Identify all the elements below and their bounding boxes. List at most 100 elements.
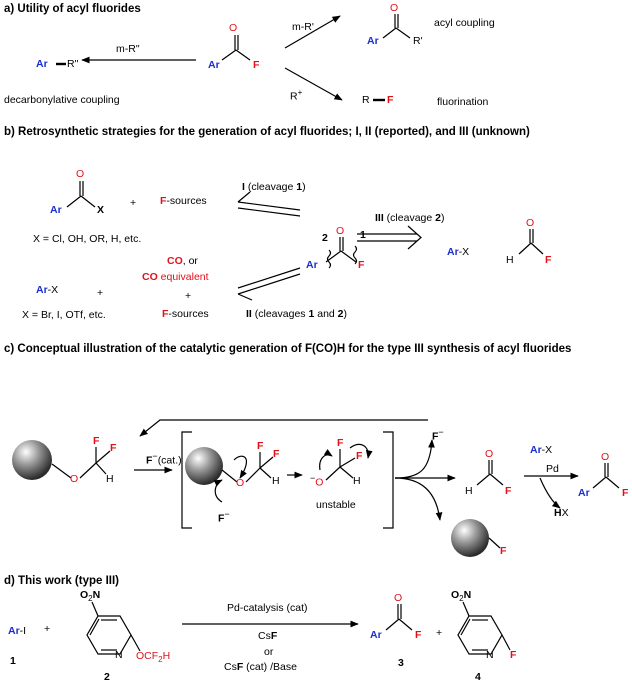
compound-num-4: 4: [475, 671, 481, 683]
atom-ar: Ar: [208, 59, 220, 71]
cond-or: or: [264, 646, 274, 658]
product-r2: R": [67, 58, 79, 70]
int1-o: O: [236, 477, 245, 489]
co-equivalent: CO equivalent: [142, 271, 209, 283]
int1-h: H: [272, 475, 280, 487]
ketone-r1: R': [413, 35, 423, 47]
co-or: CO, or: [167, 255, 198, 267]
unstable-anion: [319, 443, 373, 481]
ketone-ar: Ar: [367, 35, 379, 47]
oxycat-1: [51, 447, 111, 479]
x-list-2: X = Br, I, OTf, etc.: [22, 309, 106, 321]
ar-i: Ar-I: [8, 625, 27, 637]
acylf-c-f: F: [622, 487, 629, 499]
oxycat1-f2: F: [110, 442, 117, 454]
released-fluoride: F−: [432, 427, 444, 443]
arrow-acyl-coupling: [284, 15, 341, 49]
atom-f: F: [253, 59, 260, 71]
retro-arrow-III: [357, 225, 422, 250]
x-list-1: X = Cl, OH, OR, H, etc.: [33, 233, 142, 245]
central-ar: Ar: [306, 259, 318, 271]
acylf-c-o: O: [601, 451, 610, 463]
int1-f1: F: [257, 440, 264, 452]
plus-d1: +: [44, 623, 51, 635]
formyl-h-c: H: [465, 485, 473, 497]
prod3-ar: Ar: [370, 629, 382, 641]
label-acyl-coupling: acyl coupling: [434, 17, 495, 29]
cleavage-num-2: 2: [322, 232, 328, 244]
pd-label: Pd: [546, 463, 559, 475]
route-I-label: I (cleavage 1): [242, 181, 306, 193]
cond-csf-base: CsF (cat) /Base: [224, 661, 297, 673]
catalyst-ball-1: [12, 440, 52, 480]
fluoride-cat: F−(cat.): [146, 451, 182, 467]
formyl-f-b: F: [545, 254, 552, 266]
product-ar-r2: Ar: [36, 58, 48, 70]
central-o: O: [336, 225, 345, 237]
plus-b2: +: [97, 287, 104, 299]
acylx-ar: Ar: [50, 204, 62, 216]
formyl-o-c: O: [485, 448, 494, 460]
compound-num-3: 3: [398, 657, 404, 669]
ball-f-bond: [488, 537, 501, 549]
pyridine-n-2: N: [115, 649, 123, 661]
acylx-o: O: [76, 168, 85, 180]
atom-o: O: [229, 22, 238, 34]
int1-f2: F: [273, 448, 280, 460]
anion-o: −O: [310, 473, 324, 489]
acyl-fluoride-3: [385, 604, 413, 631]
pyridine-f-4: F: [510, 649, 517, 661]
compound-num-2: 2: [104, 671, 110, 683]
anion-f2: F: [356, 450, 363, 462]
fluoride-return-arrow: [139, 419, 428, 437]
section-d-title: d) This work (type III): [4, 575, 120, 587]
int1-fluoride: F−: [218, 509, 230, 525]
oxycat1-h: H: [106, 473, 114, 485]
plus-b1: +: [130, 197, 137, 209]
f-sources-1: F-sources: [160, 195, 207, 207]
ocf2h: OCF2H: [136, 650, 171, 665]
label-unstable: unstable: [316, 499, 356, 511]
oxycat1-o: O: [70, 473, 79, 485]
cond-csf: CsF: [258, 630, 278, 642]
bracket-left: [181, 431, 192, 529]
formyl-fluoride-b: [518, 229, 544, 255]
acylf-c-ar: Ar: [578, 487, 590, 499]
label-decarbonylative: decarbonylative coupling: [4, 94, 120, 106]
intermediate-1: [213, 452, 274, 503]
ketone-product: [382, 14, 411, 39]
reagent-m-r2: m-R": [116, 43, 140, 55]
label-fluorination: fluorination: [437, 96, 489, 108]
reagent-m-r1: m-R': [292, 21, 314, 33]
nitro-2: O2N: [80, 589, 101, 604]
catalyst-ball-2: [185, 447, 223, 485]
product-f: F: [387, 94, 394, 106]
formyl-o-b: O: [526, 217, 535, 229]
retro-arrow-I: [237, 191, 301, 217]
bracket-right: [383, 431, 394, 529]
anion-h: H: [353, 475, 361, 487]
ketone-o: O: [390, 2, 399, 14]
retro-arrow-II: [237, 267, 301, 301]
ar-x-b: Ar-X: [447, 246, 470, 258]
f-sources-2: F-sources: [162, 308, 209, 320]
pyridine-n-4: N: [486, 649, 494, 661]
section-c-title: c) Conceptual illustration of the cataly…: [4, 343, 572, 355]
pyridine-4: [457, 601, 511, 655]
acyl-fluoride-a: [221, 35, 251, 61]
cleavage-num-1: 1: [360, 229, 366, 241]
acylx-x: X: [97, 204, 105, 216]
formyl-f-c: F: [505, 485, 512, 497]
pyridine-2: [86, 601, 141, 655]
compound-num-1: 1: [10, 655, 16, 667]
split-arrows: [394, 439, 456, 521]
acyl-x: [66, 181, 96, 208]
anion-f1: F: [337, 437, 344, 449]
hx-out-arrow: [539, 477, 561, 509]
reagent-r-plus: R+: [290, 88, 303, 103]
oxycat1-f1: F: [93, 435, 100, 447]
prod3-f: F: [415, 629, 422, 641]
hx-label: HX: [554, 507, 569, 519]
section-a-title: a) Utility of acyl fluorides: [4, 3, 141, 15]
